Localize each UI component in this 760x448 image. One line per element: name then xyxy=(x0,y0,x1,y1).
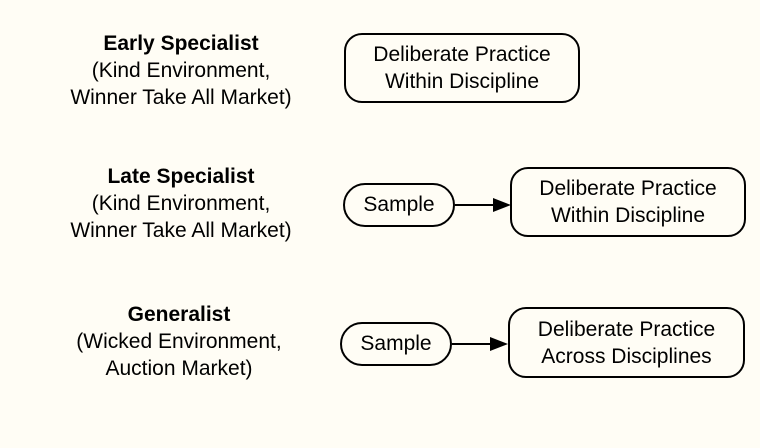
late-specialist-subtitle-line1: (Kind Environment, xyxy=(91,192,271,215)
early-specialist-practice-line1: Deliberate Practice xyxy=(373,43,551,66)
late-specialist-practice-box: Deliberate Practice Within Discipline xyxy=(510,167,746,237)
early-specialist-practice-line2: Within Discipline xyxy=(384,70,540,93)
generalist-subtitle-line2: Auction Market) xyxy=(105,357,253,380)
generalist-arrow xyxy=(452,337,508,351)
late-specialist-practice-line2: Within Discipline xyxy=(550,204,706,227)
early-specialist-subtitle-line2: Winner Take All Market) xyxy=(70,86,292,109)
early-specialist-label: Early Specialist (Kind Environment, Winn… xyxy=(21,30,341,111)
late-specialist-arrow xyxy=(455,198,511,212)
early-specialist-practice-box: Deliberate Practice Within Discipline xyxy=(344,33,580,103)
generalist-label: Generalist (Wicked Environment, Auction … xyxy=(19,301,339,382)
late-specialist-label: Late Specialist (Kind Environment, Winne… xyxy=(21,163,341,244)
late-specialist-title: Late Specialist xyxy=(107,165,255,188)
generalist-sample-pill: Sample xyxy=(340,322,452,366)
generalist-practice-line1: Deliberate Practice xyxy=(537,317,716,341)
late-specialist-practice-line1: Deliberate Practice xyxy=(539,177,717,200)
early-specialist-subtitle-line1: (Kind Environment, xyxy=(91,59,271,82)
generalist-sample-label: Sample xyxy=(360,332,432,355)
late-specialist-subtitle-line2: Winner Take All Market) xyxy=(70,219,292,242)
late-specialist-sample-label: Sample xyxy=(363,193,435,216)
late-specialist-sample-pill: Sample xyxy=(343,183,455,227)
generalist-practice-line2: Across Disciplines xyxy=(541,344,712,368)
generalist-subtitle-line1: (Wicked Environment, xyxy=(76,330,282,353)
generalist-title: Generalist xyxy=(127,303,231,326)
generalist-practice-box: Deliberate Practice Across Disciplines xyxy=(508,307,745,378)
early-specialist-title: Early Specialist xyxy=(103,32,259,55)
